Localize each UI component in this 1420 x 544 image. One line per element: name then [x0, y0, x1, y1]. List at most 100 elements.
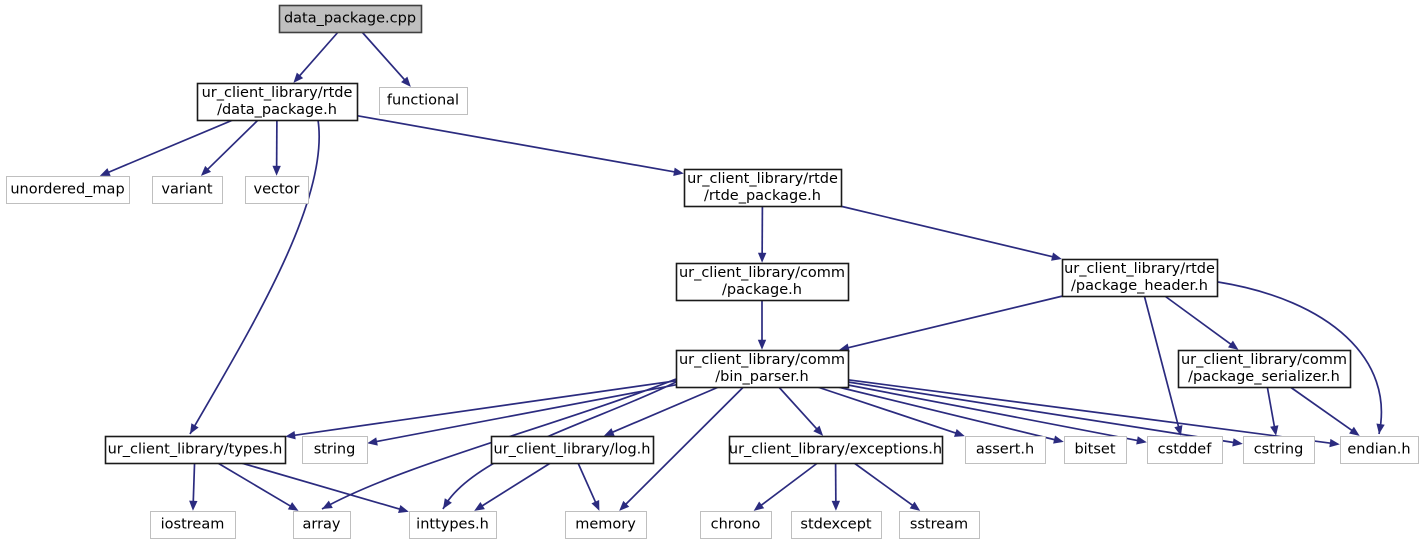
graph-node-stdexcept[interactable]: stdexcept [791, 511, 882, 539]
edge-arrowhead [1174, 425, 1183, 436]
node-box[interactable] [196, 82, 359, 122]
edge-arrowhead [398, 504, 409, 514]
node-box[interactable] [1064, 436, 1127, 464]
node-box[interactable] [675, 262, 850, 302]
graph-node-vector[interactable]: vector [245, 176, 309, 204]
graph-node-assert-h[interactable]: assert.h [965, 436, 1046, 464]
node-box[interactable] [245, 176, 309, 204]
node-box[interactable] [700, 511, 772, 539]
node-box[interactable] [565, 511, 647, 539]
node-box[interactable] [1061, 258, 1219, 298]
edge-arrowhead [757, 252, 767, 263]
graph-edge [192, 462, 196, 502]
graph-node-array[interactable]: array [293, 511, 351, 539]
edge-arrowhead [1329, 438, 1340, 448]
graph-node-log-h[interactable]: ur_client_library/log.h [490, 435, 655, 465]
node-label: variant [161, 182, 213, 198]
graph-node-types-h[interactable]: ur_client_library/types.h [104, 435, 287, 465]
edge-arrowhead [1349, 426, 1360, 436]
graph-edge [1164, 295, 1232, 346]
node-box[interactable] [302, 436, 368, 464]
node-box[interactable] [1147, 436, 1223, 464]
graph-node-cstddef[interactable]: cstddef [1147, 436, 1223, 464]
node-label: unordered_map [10, 182, 124, 198]
node-box[interactable] [1243, 436, 1315, 464]
graph-edge [241, 462, 401, 511]
node-label: iostream [161, 517, 225, 533]
node-label: vector [254, 182, 300, 198]
node-box[interactable] [965, 436, 1046, 464]
graph-edge [853, 462, 914, 507]
node-label: /package.h [722, 282, 802, 298]
node-box[interactable] [409, 511, 497, 539]
node-layer: data_package.cpp ur_client_library/rtde/d… [6, 4, 1419, 539]
node-box[interactable] [683, 168, 843, 208]
node-box[interactable] [728, 435, 944, 465]
node-box[interactable] [1340, 436, 1419, 464]
graph-edge [847, 378, 1331, 444]
node-label: ur_client_library/exceptions.h [729, 442, 942, 458]
node-label: /bin_parser.h [715, 369, 809, 385]
edge-arrowhead [953, 428, 965, 437]
graph-edge-curved [189, 119, 320, 435]
node-label: assert.h [976, 442, 1034, 458]
graph-edge [839, 205, 1054, 258]
graph-node-exceptions-h[interactable]: ur_client_library/exceptions.h [728, 435, 944, 465]
node-box[interactable] [6, 176, 130, 204]
graph-node-endian-h[interactable]: endian.h [1340, 436, 1419, 464]
node-label: /package_serializer.h [1188, 369, 1340, 385]
edge-arrowhead [1270, 425, 1279, 436]
graph-node-bitset[interactable]: bitset [1064, 436, 1127, 464]
node-box[interactable] [278, 4, 423, 34]
graph-node-bin-parser-h[interactable]: ur_client_library/comm/bin_parser.h [675, 349, 850, 389]
node-label: ur_client_library/log.h [494, 442, 651, 458]
graph-edge [837, 386, 1056, 441]
graph-node-unordered-map[interactable]: unordered_map [6, 176, 130, 204]
graph-node-package-serializer-h[interactable]: ur_client_library/comm/package_serialize… [1177, 349, 1352, 389]
graph-edge [217, 462, 292, 507]
node-box[interactable] [150, 511, 236, 539]
graph-edge [760, 462, 819, 507]
node-label: stdexcept [800, 517, 872, 533]
graph-node-string[interactable]: string [302, 436, 368, 464]
node-label: ur_client_library/rtde [202, 85, 353, 101]
node-box[interactable] [152, 176, 223, 204]
node-box[interactable] [104, 435, 287, 465]
graph-node-data-package-cpp[interactable]: data_package.cpp [278, 4, 423, 34]
graph-node-functional[interactable]: functional [379, 87, 468, 115]
node-label: ur_client_library/comm [679, 265, 845, 281]
graph-node-variant[interactable]: variant [152, 176, 223, 204]
graph-node-rtde-package-header-h[interactable]: ur_client_library/rtde/package_header.h [1061, 258, 1219, 298]
node-box[interactable] [791, 511, 882, 539]
graph-edge [817, 386, 957, 435]
node-box[interactable] [899, 511, 980, 539]
graph-edge [1143, 295, 1180, 428]
graph-node-inttypes-h[interactable]: inttypes.h [409, 511, 497, 539]
graph-edge [1266, 386, 1276, 427]
graph-node-iostream[interactable]: iostream [150, 511, 236, 539]
graph-node-rtde-data-package-h[interactable]: ur_client_library/rtde/data_package.h [196, 82, 359, 122]
edge-arrowhead [909, 501, 921, 511]
graph-node-rtde-package-h[interactable]: ur_client_library/rtde/rtde_package.h [683, 168, 843, 208]
graph-edge-curved [321, 378, 677, 510]
graph-node-sstream[interactable]: sstream [899, 511, 980, 539]
graph-node-memory[interactable]: memory [565, 511, 647, 539]
edge-arrowhead [1227, 340, 1239, 350]
graph-node-comm-package-h[interactable]: ur_client_library/comm/package.h [675, 262, 850, 302]
edge-arrowhead [1051, 252, 1062, 261]
node-label: /data_package.h [217, 102, 337, 118]
edge-arrowhead [401, 76, 411, 87]
node-label: ur_client_library/comm [679, 352, 845, 368]
graph-node-cstring[interactable]: cstring [1243, 436, 1315, 464]
node-box[interactable] [490, 435, 655, 465]
node-box[interactable] [675, 349, 850, 389]
graph-edge [298, 31, 339, 77]
graph-node-chrono[interactable]: chrono [700, 511, 772, 539]
node-box[interactable] [293, 511, 351, 539]
graph-edge [625, 386, 745, 505]
node-box[interactable] [1177, 349, 1352, 389]
node-label: ur_client_library/rtde [687, 171, 838, 187]
edge-arrowhead [367, 437, 378, 446]
node-box[interactable] [379, 87, 468, 115]
